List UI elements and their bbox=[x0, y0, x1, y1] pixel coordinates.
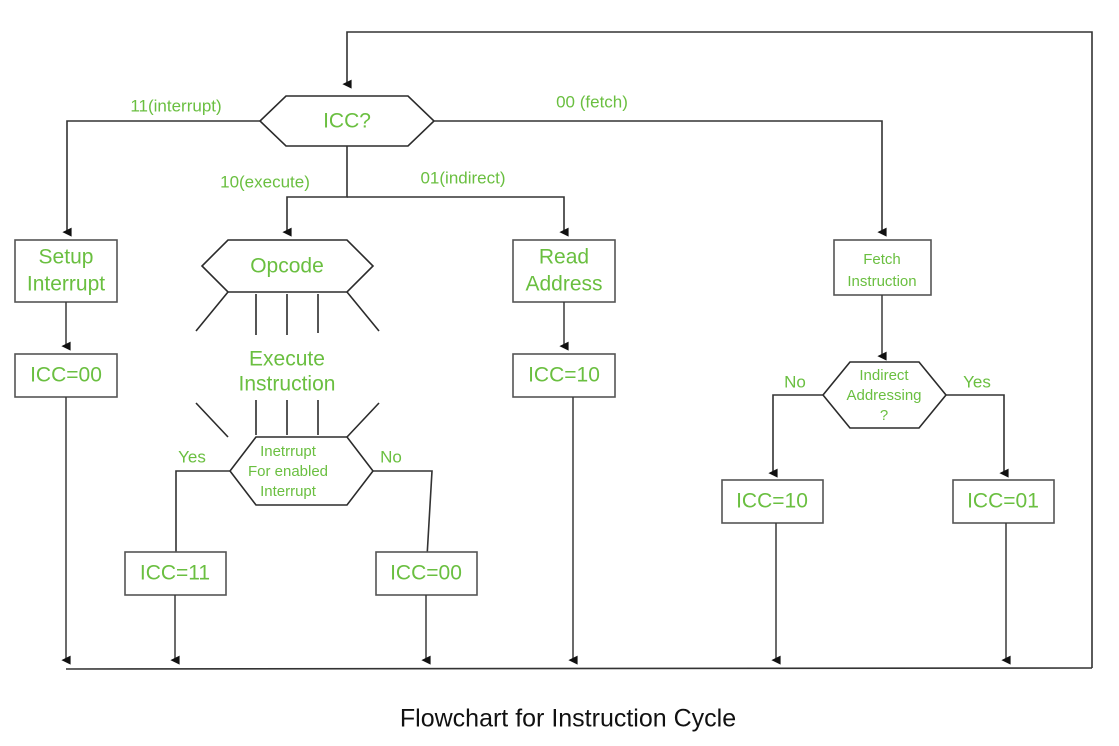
node-indirect-decision[interactable]: Indirect Addressing ? bbox=[821, 361, 948, 429]
edge-label-interrupt: 11(interrupt) bbox=[130, 96, 221, 115]
edge-label-fetch: 00 (fetch) bbox=[556, 92, 628, 111]
node-icc-01-fetch[interactable]: ICC=01 bbox=[952, 479, 1055, 524]
node-icc-decision-label: ICC? bbox=[323, 110, 371, 133]
node-icc-10-indirect[interactable]: ICC=10 bbox=[512, 353, 616, 398]
node-indirect-decision-label-2: Addressing bbox=[846, 387, 921, 404]
node-opcode-label: Opcode bbox=[250, 255, 324, 278]
node-interrupt-decision-label-2: For enabled bbox=[248, 463, 328, 480]
node-icc-00-left-label: ICC=00 bbox=[30, 364, 102, 387]
feedback-loop-edge bbox=[342, 31, 1093, 668]
node-interrupt-decision[interactable]: Inetrrupt For enabled Interrupt bbox=[228, 436, 375, 506]
edge-interrupt-no bbox=[373, 470, 433, 562]
edge-indirect-no bbox=[768, 394, 823, 478]
edge-label-indirect: 01(indirect) bbox=[420, 168, 505, 187]
node-interrupt-decision-label-1: Inetrrupt bbox=[260, 443, 317, 460]
edge-label-indirect-no: No bbox=[784, 372, 806, 391]
node-setup-interrupt-label-2: Interrupt bbox=[27, 273, 105, 296]
edge-indirect-branch bbox=[347, 196, 569, 237]
node-read-address-label-1: Read bbox=[539, 246, 589, 269]
node-icc-10-indirect-label: ICC=10 bbox=[528, 364, 600, 387]
bottom-collector-bus bbox=[65, 667, 1093, 670]
node-icc-decision[interactable]: ICC? bbox=[258, 95, 436, 147]
node-icc-01-fetch-label: ICC=01 bbox=[967, 490, 1039, 513]
node-icc-00-exec[interactable]: ICC=00 bbox=[375, 551, 478, 596]
node-icc-11-label: ICC=11 bbox=[140, 562, 210, 585]
edge-fetch-branch bbox=[434, 120, 887, 237]
edge-interrupt-yes bbox=[171, 470, 230, 562]
node-indirect-decision-label-3: ? bbox=[880, 407, 888, 424]
label-execute-instruction: Execute Instruction bbox=[239, 348, 336, 396]
node-interrupt-decision-label-3: Interrupt bbox=[260, 483, 317, 500]
diagram-caption: Flowchart for Instruction Cycle bbox=[400, 705, 736, 733]
edge-label-interrupt-yes: Yes bbox=[178, 447, 206, 466]
node-indirect-decision-label-1: Indirect bbox=[859, 367, 909, 384]
node-setup-interrupt[interactable]: Setup Interrupt bbox=[14, 239, 118, 303]
label-execute-instruction-2: Instruction bbox=[239, 373, 336, 396]
label-execute-instruction-1: Execute bbox=[249, 348, 325, 371]
node-icc-10-fetch-label: ICC=10 bbox=[736, 490, 808, 513]
node-read-address[interactable]: Read Address bbox=[512, 239, 616, 303]
node-fetch-instruction-label-1: Fetch bbox=[863, 251, 901, 268]
edge-indirect-yes bbox=[946, 394, 1009, 478]
node-opcode[interactable]: Opcode bbox=[200, 239, 375, 293]
edge-label-indirect-yes: Yes bbox=[963, 372, 991, 391]
edge-execute-branch bbox=[282, 146, 348, 237]
node-read-address-label-2: Address bbox=[525, 273, 602, 296]
node-fetch-instruction[interactable]: Fetch Instruction bbox=[833, 239, 932, 296]
node-icc-00-left[interactable]: ICC=00 bbox=[14, 353, 118, 398]
node-icc-10-fetch[interactable]: ICC=10 bbox=[721, 479, 824, 524]
node-icc-00-exec-label: ICC=00 bbox=[390, 562, 462, 585]
edge-label-execute: 10(execute) bbox=[220, 172, 310, 191]
edge-interrupt-branch bbox=[62, 120, 260, 237]
opcode-fanout-lines bbox=[195, 291, 380, 335]
node-setup-interrupt-label-1: Setup bbox=[39, 246, 94, 269]
interrupt-fanin-lines bbox=[195, 400, 380, 438]
node-fetch-instruction-label-2: Instruction bbox=[847, 273, 916, 290]
node-icc-11[interactable]: ICC=11 bbox=[124, 551, 227, 596]
edge-label-interrupt-no: No bbox=[380, 447, 402, 466]
